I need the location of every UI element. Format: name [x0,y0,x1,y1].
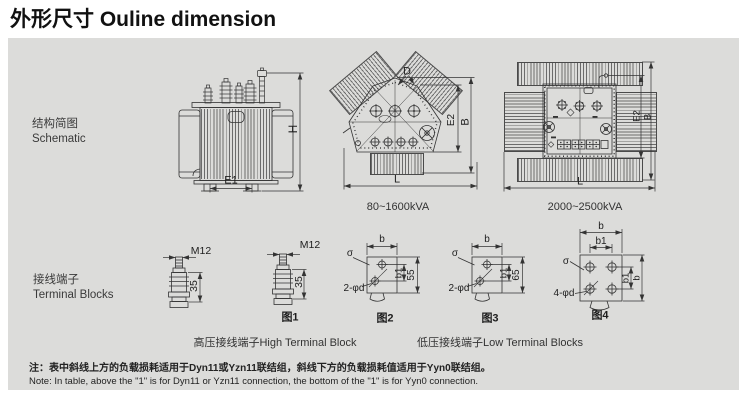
terminal-plate-drawing-fig4 [569,229,645,311]
row-label-schematic: 结构简图 Schematic [32,117,86,147]
dim-label-e1: E1 [224,174,238,187]
fig2-dim-sigma: σ [346,248,354,259]
radiator-fins-bottom-band [517,158,643,182]
figure-caption-4: 图4 [591,309,609,322]
fig2-dim-55: 55 [406,269,417,281]
row-label-terminal-zh: 接线端子 [33,274,79,286]
fig3-dim-b1: b1 [498,267,510,279]
tank-corrugated-fins [201,109,271,179]
dim-label-l-rect: L [576,175,584,188]
schematic-side-view-drawing [178,67,304,193]
figure-caption-1: 图1 [281,311,299,324]
fig4-dim-b1-right: b1 [620,272,632,284]
fig4-dim-b-top: b [598,221,604,232]
row-label-schematic-en: Schematic [32,133,86,145]
fig4-dim-b-right: b [631,275,643,281]
schematic-top-view-triangle-drawing [342,75,478,190]
fig3-dim-sigma: σ [451,248,459,259]
fig3-dim-holes: 2-φd [448,283,470,294]
dim-label-35-b: 35 [292,276,305,288]
radiator-fins-bottom [370,153,424,175]
fig3-dim-b: b [484,234,490,245]
dim-label-l-triangle: L [393,173,401,186]
dim-label-b-rect: B [642,113,654,121]
figure-caption-2: 图2 [376,312,394,325]
schematic-top-view-rect-drawing [503,61,656,192]
fig2-dim-b: b [379,234,385,245]
dim-label-b-triangle: B [459,118,472,126]
fig4-dim-sigma: σ [562,256,570,267]
dim-label-35-a: 35 [187,280,200,292]
row-label-terminal-en: Terminal Blocks [33,289,114,301]
footnote-en: Note: In table, above the "1" is for Dyn… [29,375,479,387]
dim-label-d: D [403,65,411,78]
fig2-dim-b1: b1 [393,267,405,279]
figure-caption-3: 图3 [481,312,499,325]
fig3-dim-65: 65 [511,269,522,281]
footnote-zh: 注：表中斜线上方的负载损耗适用于Dyn11或Yzn11联结组，斜线下方的负载损耗… [29,363,491,374]
dim-label-h: H [286,124,300,134]
bushing-cluster [203,67,267,104]
dim-label-e2-rect: E2 [631,110,643,122]
dim-label-m12-a: M12 [190,244,212,257]
fig2-dim-holes: 2-φd [343,283,365,294]
fig4-dim-holes: 4-φd [553,288,575,299]
row-label-schematic-zh: 结构简图 [32,118,78,130]
caption-low-terminal: 低压接线端子Low Terminal Blocks [416,337,584,349]
radiator-fins-left-band [504,92,545,152]
dim-label-m12-b: M12 [299,238,321,251]
caption-kva-right: 2000~2500kVA [547,201,623,213]
footnote: 注：表中斜线上方的负载损耗适用于Dyn11或Yzn11联结组，斜线下方的负载损耗… [29,363,491,388]
dim-label-e2-triangle: E2 [446,113,457,127]
caption-kva-mid: 80~1600kVA [366,201,430,213]
row-label-terminal: 接线端子 Terminal Blocks [33,273,114,303]
page-title: 外形尺寸 Ouline dimension [10,8,277,31]
caption-high-terminal: 高压接线端子High Terminal Block [193,337,357,349]
fig4-dim-b1-top: b1 [595,236,607,247]
terminal-bushing-drawing [163,255,203,308]
terminal-plate-drawing-fig2 [352,243,420,302]
